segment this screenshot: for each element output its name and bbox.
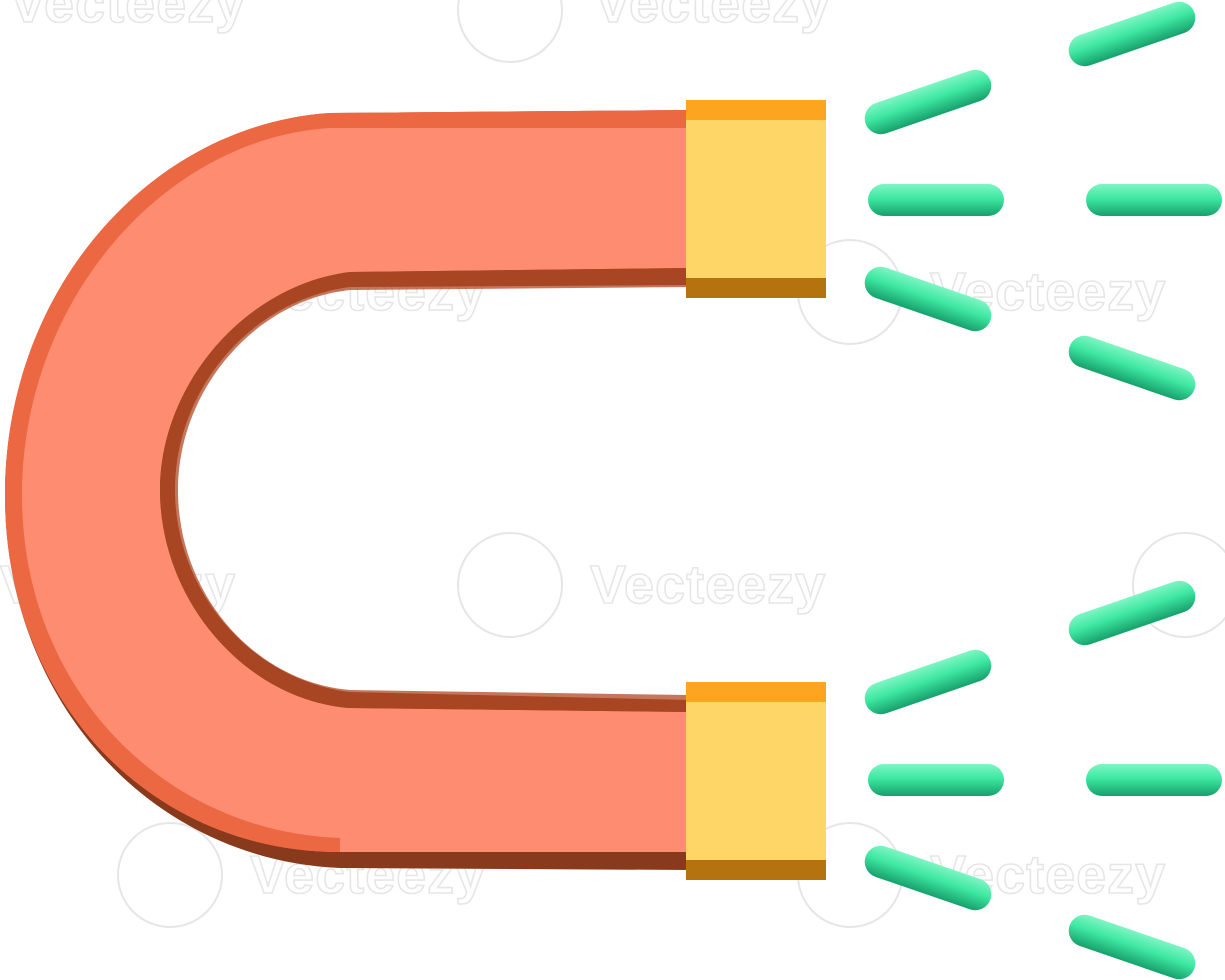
field-line-icon <box>1068 580 1196 646</box>
field-line-icon <box>864 649 992 715</box>
watermark-text: Vecteezy <box>590 555 826 615</box>
field-line-icon <box>868 184 1004 216</box>
field-line-icon <box>864 266 992 332</box>
south-pole-cap <box>686 682 826 880</box>
field-line-icon <box>1068 335 1196 401</box>
horseshoe-magnet-icon <box>5 100 826 880</box>
magnetic-field-lines <box>864 1 1222 980</box>
field-line-icon <box>864 69 992 135</box>
north-pole-cap <box>686 100 826 298</box>
field-line-icon <box>1086 184 1222 216</box>
watermark-text: Vecteezy <box>10 0 246 34</box>
field-line-icon <box>864 845 992 911</box>
field-line-icon <box>1068 914 1196 980</box>
magnet-body <box>5 110 690 852</box>
field-line-icon <box>1068 1 1196 67</box>
field-line-icon <box>868 764 1004 796</box>
magnet-inner-edge <box>160 268 690 712</box>
field-line-icon <box>1086 764 1222 796</box>
watermark-text: Vecteezy <box>595 0 831 34</box>
